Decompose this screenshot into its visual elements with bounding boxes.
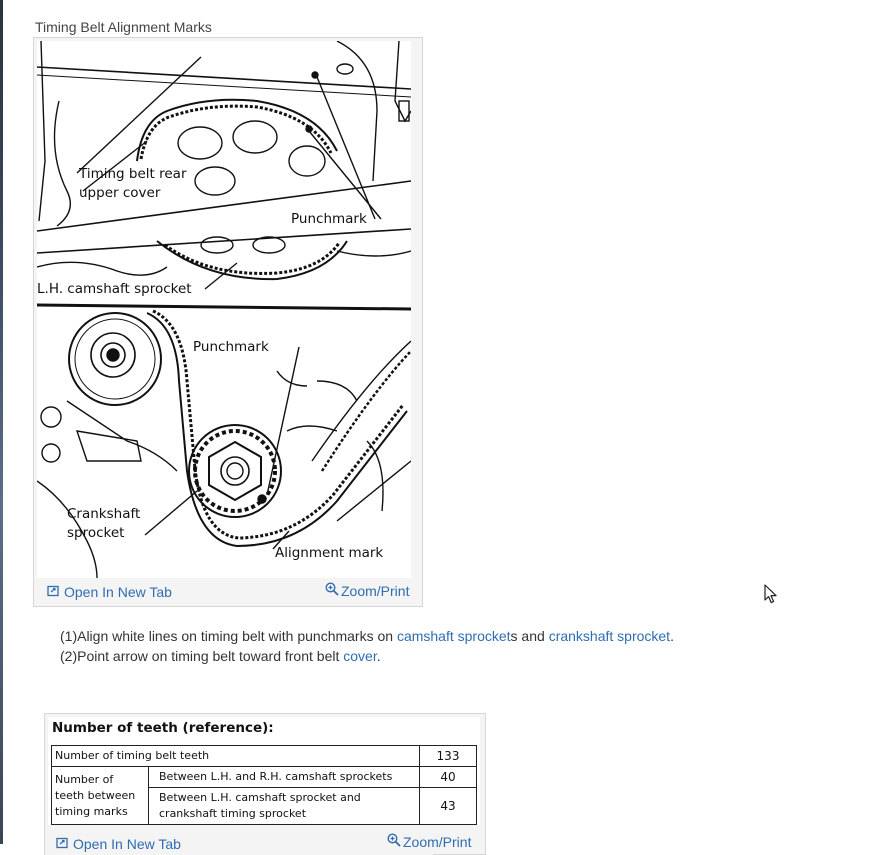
open-new-tab-link[interactable]: Open In New Tab — [47, 584, 172, 600]
window-edge — [0, 0, 3, 844]
label-crankshaft-1: Crankshaft — [67, 506, 140, 522]
teeth-table-heading: Number of teeth (reference): — [52, 720, 274, 736]
table-cell: Between L.H. and R.H. camshaft sprockets — [148, 766, 420, 788]
table-zoom-print-label: Zoom/Print — [403, 833, 472, 850]
open-new-tab-icon — [47, 584, 59, 600]
timing-belt-diagram[interactable]: Timing belt rear upper cover Punchmark L… — [37, 41, 411, 578]
table-toolbar: Open In New Tab Zoom/Print — [45, 828, 471, 855]
label-rear-cover-2: upper cover — [79, 185, 161, 201]
figure-title: Timing Belt Alignment Marks — [35, 19, 212, 35]
label-alignment-mark: Alignment mark — [275, 545, 383, 561]
instruction-step-2: (2)Point arrow on timing belt toward fro… — [60, 648, 381, 664]
cover-link[interactable]: cover — [343, 648, 377, 664]
table-cell: 133 — [419, 745, 477, 767]
teeth-table-image[interactable]: Number of teeth (reference): Number of t… — [48, 717, 480, 825]
mouse-cursor-icon — [764, 584, 778, 609]
table-cell: Number of teeth between timing marks — [51, 766, 149, 825]
table-zoom-print-link[interactable]: Zoom/Print — [387, 833, 471, 850]
camshaft-sprocket-link[interactable]: camshaft sprocket — [396, 628, 511, 644]
zoom-icon — [325, 582, 339, 599]
table-open-new-tab-link[interactable]: Open In New Tab — [56, 836, 181, 852]
table-cell: Between L.H. camshaft sprocket and crank… — [148, 787, 420, 825]
zoom-icon — [387, 833, 401, 850]
zoom-print-link[interactable]: Zoom/Print — [325, 582, 409, 599]
table-cell: Number of timing belt teeth — [51, 745, 420, 767]
label-punchmark-bottom: Punchmark — [193, 339, 269, 355]
table-cell: 43 — [419, 787, 477, 825]
teeth-table-frame: Number of teeth (reference): Number of t… — [44, 713, 486, 855]
label-rear-cover-1: Timing belt rear — [78, 166, 187, 182]
table-row: Number of teeth between timing marks Bet… — [51, 766, 477, 825]
table-open-new-tab-label: Open In New Tab — [73, 836, 181, 852]
figure-frame: Timing belt rear upper cover Punchmark L… — [33, 37, 423, 607]
label-lh-camshaft: L.H. camshaft sprocket — [37, 281, 192, 297]
teeth-table: Number of timing belt teeth 133 Number o… — [51, 745, 477, 825]
figure-toolbar: Open In New Tab Zoom/Print — [34, 579, 422, 606]
label-crankshaft-2: sprocket — [67, 525, 124, 541]
crankshaft-sprocket-link[interactable]: crankshaft sprocket — [548, 628, 671, 644]
instructions: (1)Align white lines on timing belt with… — [60, 626, 674, 666]
label-punchmark-top: Punchmark — [291, 211, 367, 227]
table-row: Number of timing belt teeth 133 — [51, 745, 477, 767]
instruction-step-1: (1)Align white lines on timing belt with… — [60, 628, 674, 644]
table-cell: 40 — [419, 766, 477, 788]
zoom-print-label: Zoom/Print — [341, 582, 410, 599]
table-row: Between L.H. camshaft sprocket and crank… — [52, 787, 477, 825]
open-new-tab-label: Open In New Tab — [64, 584, 172, 600]
open-new-tab-icon — [56, 836, 68, 852]
